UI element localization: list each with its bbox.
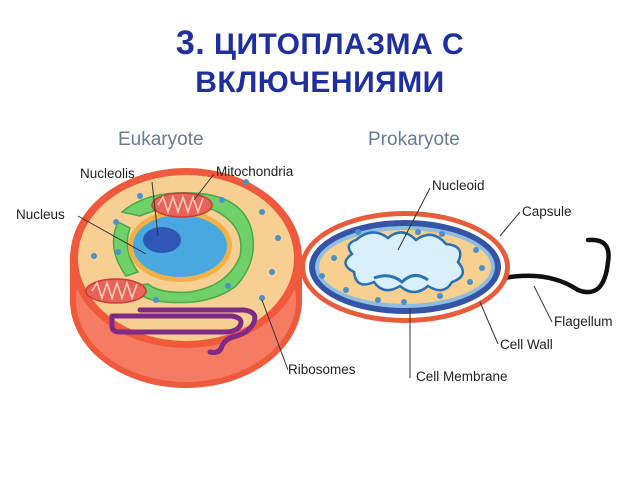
eukaryote-cell <box>70 168 302 388</box>
prokaryote-heading: Prokaryote <box>368 129 460 150</box>
eukaryote-leader-lines <box>77 173 289 371</box>
leader-mitochondria <box>193 173 215 201</box>
label-capsule: Capsule <box>522 204 572 219</box>
leader-ribosomes <box>261 299 289 371</box>
flagellum <box>501 237 611 295</box>
nucleoid <box>344 231 465 294</box>
prokaryote-leader-lines <box>397 187 553 378</box>
leader-flagellum <box>533 285 553 323</box>
nucleoid-dna <box>373 274 429 285</box>
mitochondrion-top <box>151 192 213 218</box>
leader-nucleoid <box>397 187 431 251</box>
leader-nucleus <box>77 215 147 255</box>
eukaryote-heading: Eukaryote <box>118 129 204 150</box>
leader-cell-wall <box>479 301 499 345</box>
label-mitochondria: Mitochondria <box>216 164 294 179</box>
nucleolus <box>143 227 181 253</box>
mitochondrion-left <box>85 278 147 304</box>
golgi-tubule <box>137 307 258 355</box>
prokaryote-cell <box>300 211 611 323</box>
leader-capsule <box>499 211 521 237</box>
label-nucleoid: Nucleoid <box>432 178 485 193</box>
endoplasmic-reticulum <box>120 192 254 304</box>
label-cell-membrane: Cell Membrane <box>416 369 508 384</box>
prokaryote-ribosomes <box>319 229 485 305</box>
label-nucleus: Nucleus <box>16 207 65 222</box>
eukaryote-ribosomes <box>91 179 281 303</box>
label-flagellum: Flagellum <box>554 314 613 329</box>
title-line-2: ВКЛЮЧЕНИЯМИ <box>195 66 445 99</box>
title-line-1: 3. ЦИТОПЛАЗМА С <box>0 24 640 64</box>
golgi-apparatus <box>109 313 244 335</box>
leader-nucleolis <box>151 181 159 237</box>
label-nucleolis: Nucleolis <box>80 166 135 181</box>
slide-title: 3. ЦИТОПЛАЗМА С ВКЛЮЧЕНИЯМИ <box>0 24 640 102</box>
label-cell-wall: Cell Wall <box>500 337 553 352</box>
er-fold-left <box>112 220 140 277</box>
title-number: 3. <box>175 24 206 62</box>
title-text-1: ЦИТОПЛАЗМА С <box>214 28 465 61</box>
label-ribosomes: Ribosomes <box>288 362 356 377</box>
